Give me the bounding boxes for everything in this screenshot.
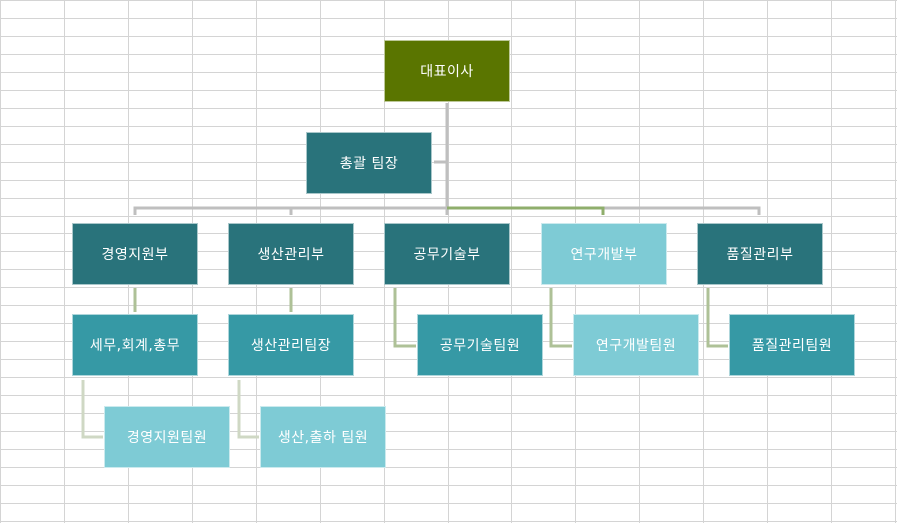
team-box-quality[interactable]: 품질관리팀원 bbox=[729, 314, 855, 376]
team-label: 공무기술팀원 bbox=[439, 338, 521, 354]
member-box-management[interactable]: 경영지원팀원 bbox=[104, 406, 230, 468]
team-label: 연구개발팀원 bbox=[595, 338, 677, 354]
team-label: 세무,회계,총무 bbox=[89, 338, 181, 354]
team-label: 생산관리팀장 bbox=[250, 338, 332, 354]
team-connector-rnd bbox=[549, 288, 572, 348]
dept-label: 생산관리부 bbox=[257, 247, 325, 263]
team-box-accounting[interactable]: 세무,회계,총무 bbox=[72, 314, 198, 376]
dept-label: 품질관리부 bbox=[726, 247, 794, 263]
team-box-rnd[interactable]: 연구개발팀원 bbox=[573, 314, 699, 376]
team-box-production-lead[interactable]: 생산관리팀장 bbox=[228, 314, 354, 376]
dept-label: 경영지원부 bbox=[101, 247, 169, 263]
ceo-box[interactable]: 대표이사 bbox=[384, 40, 510, 102]
team-connector-engineering bbox=[393, 288, 416, 348]
assistant-box[interactable]: 총괄 팀장 bbox=[306, 132, 432, 194]
member-box-production[interactable]: 생산,출하 팀원 bbox=[260, 406, 386, 468]
dept-label: 공무기술부 bbox=[413, 247, 481, 263]
dept-label: 연구개발부 bbox=[570, 247, 638, 263]
dept-box-quality[interactable]: 품질관리부 bbox=[697, 223, 823, 285]
member-label: 경영지원팀원 bbox=[126, 430, 208, 446]
dept-box-rnd[interactable]: 연구개발부 bbox=[541, 223, 667, 285]
ceo-label: 대표이사 bbox=[420, 64, 474, 80]
dept-box-engineering[interactable]: 공무기술부 bbox=[384, 223, 510, 285]
team-box-engineering[interactable]: 공무기술팀원 bbox=[417, 314, 543, 376]
member-connector-production bbox=[237, 380, 259, 439]
dept-bus-left bbox=[133, 206, 447, 215]
dept-box-management[interactable]: 경영지원부 bbox=[72, 223, 198, 285]
dept-bus-right bbox=[603, 206, 761, 215]
member-label: 생산,출하 팀원 bbox=[277, 430, 369, 446]
team-label: 품질관리팀원 bbox=[751, 338, 833, 354]
member-connector-management bbox=[81, 380, 103, 439]
team-connector-quality bbox=[706, 288, 728, 348]
assistant-label: 총괄 팀장 bbox=[339, 156, 399, 172]
dept-box-production[interactable]: 생산관리부 bbox=[228, 223, 354, 285]
dept-bus-highlight bbox=[447, 206, 605, 215]
